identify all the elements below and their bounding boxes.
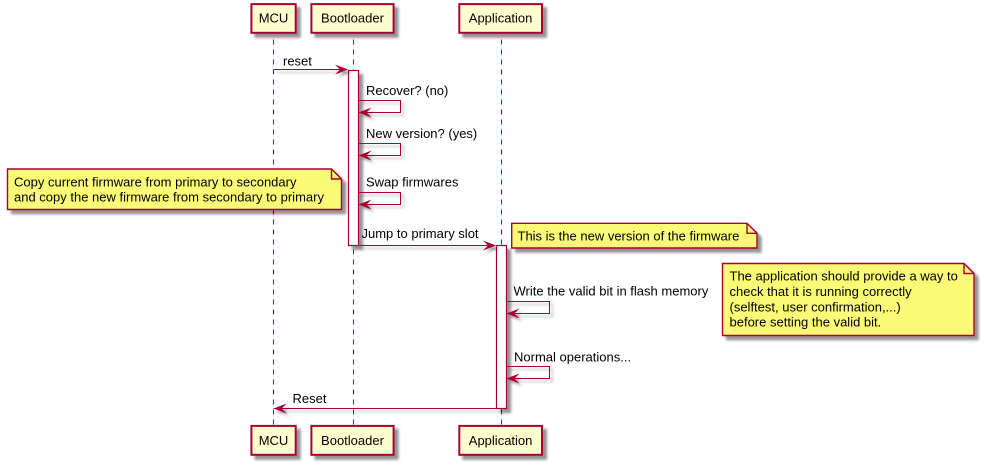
svg-text:MCU: MCU — [259, 433, 289, 448]
svg-text:Recover? (no): Recover? (no) — [366, 83, 448, 98]
svg-text:Application: Application — [469, 433, 533, 448]
svg-text:Bootloader: Bootloader — [321, 11, 385, 26]
svg-text:and copy the new firmware from: and copy the new firmware from secondary… — [14, 190, 324, 205]
svg-text:This is the new version of the: This is the new version of the firmware — [518, 229, 740, 244]
svg-text:The application should provide: The application should provide a way to — [730, 269, 958, 284]
svg-text:Copy current firmware from pri: Copy current firmware from primary to se… — [14, 175, 297, 190]
svg-text:before setting the valid bit.: before setting the valid bit. — [730, 315, 882, 330]
svg-text:check that it is running corre: check that it is running correctly — [730, 284, 913, 299]
svg-text:Normal operations...: Normal operations... — [514, 350, 631, 365]
svg-text:New version? (yes): New version? (yes) — [366, 126, 477, 141]
svg-text:(selftest, user confirmation,.: (selftest, user confirmation,...) — [730, 299, 901, 314]
svg-text:reset: reset — [283, 54, 312, 69]
svg-text:Swap firmwares: Swap firmwares — [366, 175, 459, 190]
svg-text:Bootloader: Bootloader — [321, 433, 385, 448]
svg-text:Reset: Reset — [293, 391, 327, 406]
svg-text:Write the valid bit in flash m: Write the valid bit in flash memory — [514, 284, 709, 299]
svg-text:Application: Application — [469, 11, 533, 26]
svg-text:Jump to primary slot: Jump to primary slot — [362, 226, 479, 241]
svg-text:MCU: MCU — [259, 11, 289, 26]
